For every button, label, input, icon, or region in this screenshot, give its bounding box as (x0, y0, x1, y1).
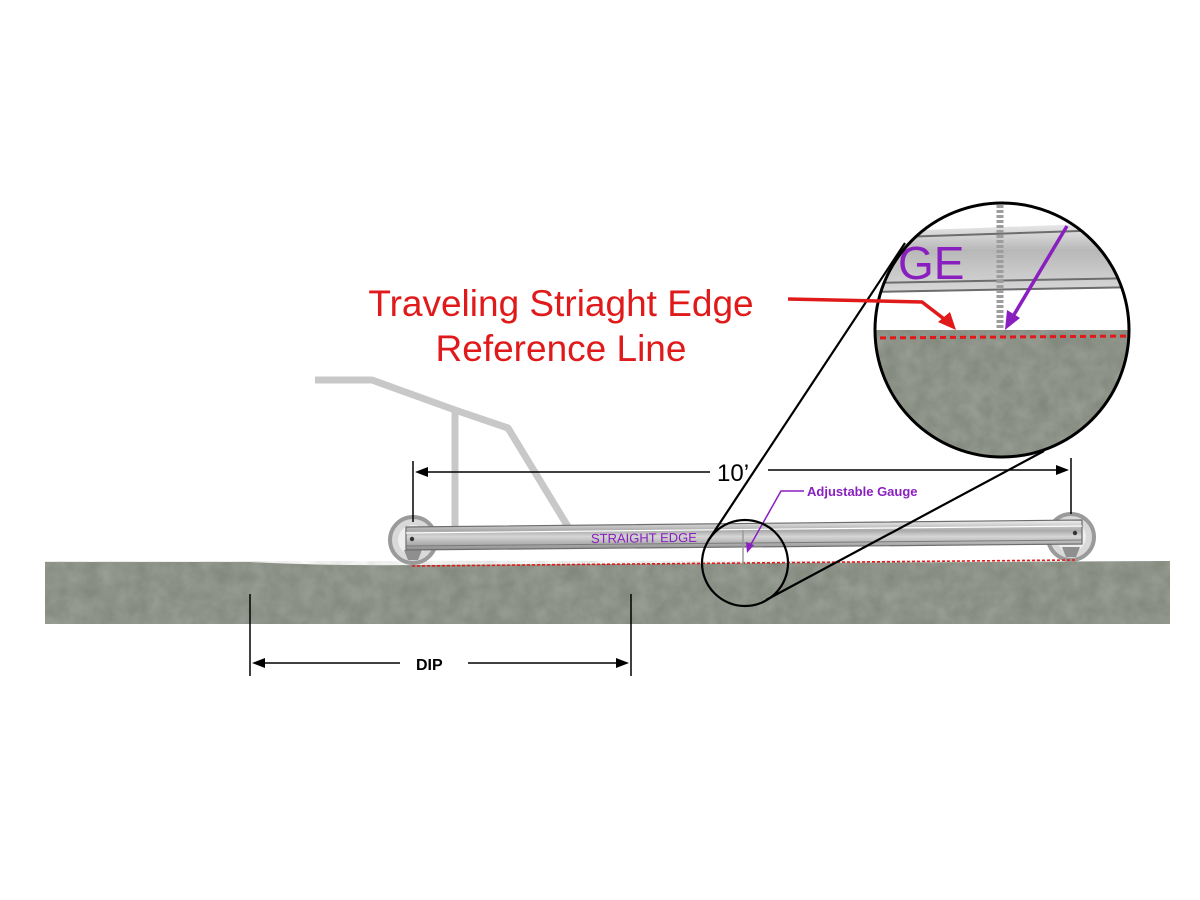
push-handle (315, 376, 573, 532)
length-label: 10’ (717, 460, 749, 487)
length-arrow-right (1056, 465, 1069, 475)
reference-title-line1: Traveling Striaght Edge (368, 283, 753, 324)
zoom-inset: GE (875, 203, 1129, 457)
zoom-circle-border (873, 201, 1131, 459)
straight-edge-label: STRAIGHT EDGE (591, 530, 697, 546)
concrete-slab (45, 561, 1170, 624)
length-arrow-left (415, 467, 428, 477)
magnifier-connector (700, 242, 1045, 608)
zoom-straight-edge-text: GE (898, 237, 964, 289)
reference-callout (787, 297, 956, 330)
length-dimension (412, 458, 1072, 522)
straight-edge-beam (405, 519, 1083, 551)
dip-arrow-left (252, 658, 265, 668)
dip-dimension (249, 594, 632, 676)
gauge-label: Adjustable Gauge (807, 484, 918, 499)
gauge-callout: Adjustable Gauge (746, 484, 918, 553)
dip-arrow-right (616, 658, 629, 668)
reference-title-line2: Reference Line (436, 328, 687, 369)
dip-label: DIP (416, 657, 443, 674)
